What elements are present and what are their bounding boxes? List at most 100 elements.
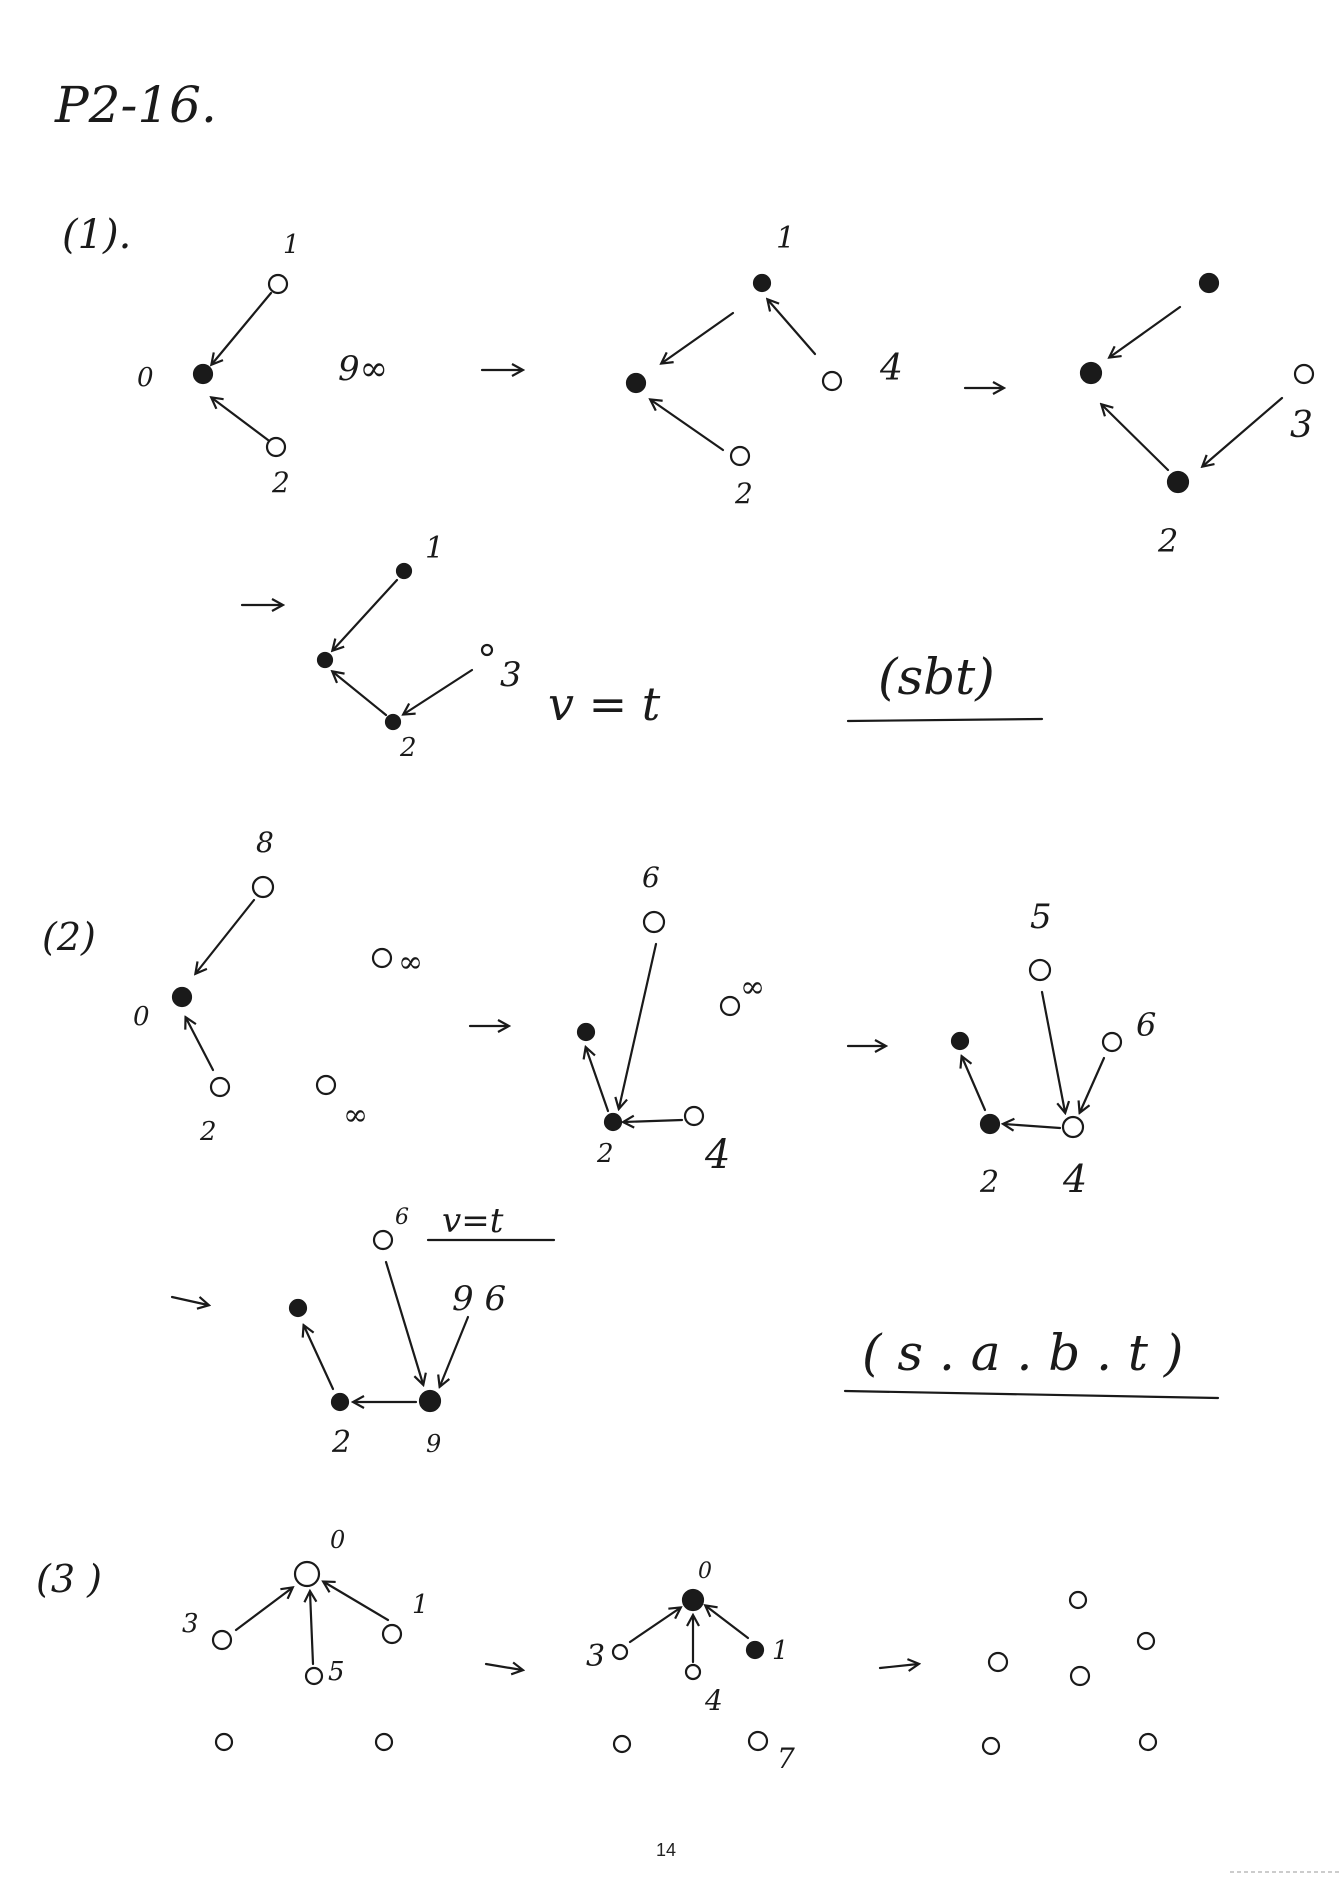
- graph-node: [683, 1105, 705, 1127]
- part-3: (3 ) 0 3 1 5: [36, 1526, 1158, 1775]
- graph-node: [1293, 363, 1315, 385]
- graph-node: [603, 1112, 623, 1132]
- graph-node: [1166, 470, 1190, 494]
- distance-label: 3: [500, 655, 522, 695]
- node-label: 1: [283, 230, 300, 260]
- transition-arrow: [484, 1664, 522, 1670]
- part-2-step-1: 8 0 2 ∞ ∞: [133, 826, 508, 1147]
- graph-edge: [1004, 1124, 1062, 1128]
- graph-node: [267, 273, 289, 295]
- graph-node: [1028, 958, 1052, 982]
- graph-node: [315, 1074, 337, 1096]
- distance-label: ∞: [343, 1098, 368, 1133]
- graph-node: [642, 910, 666, 934]
- answer-path: ( s . a . b . t ): [862, 1324, 1183, 1382]
- node-label: 5: [1030, 897, 1052, 937]
- part-3-step-2: 0 3 1 4 7: [586, 1559, 918, 1775]
- distance-label: 3: [1290, 405, 1313, 446]
- graph-node: [251, 875, 275, 899]
- graph-node: [171, 986, 193, 1008]
- node-label: 5: [328, 1657, 345, 1687]
- node-label: 3: [586, 1639, 605, 1674]
- graph-edge: [1203, 396, 1284, 466]
- node-label: 4: [1062, 1157, 1087, 1201]
- page-number: 14: [656, 1840, 676, 1860]
- node-label: 0: [330, 1526, 345, 1554]
- graph-node: [719, 995, 741, 1017]
- node-label: 0: [133, 1002, 150, 1032]
- graph-edge: [1110, 305, 1182, 357]
- graph-node: [979, 1113, 1001, 1135]
- graph-edge: [651, 400, 725, 452]
- graph-node: [729, 445, 751, 467]
- graph-node: [987, 1651, 1009, 1673]
- graph-edge: [404, 668, 474, 714]
- graph-edge: [333, 578, 399, 650]
- node-label: 6: [642, 861, 660, 894]
- graph-node: [330, 1392, 350, 1412]
- graph-edge: [212, 291, 273, 364]
- graph-edge: [324, 1582, 390, 1622]
- node-label: 1: [776, 221, 795, 256]
- node-label: 8: [256, 826, 274, 859]
- page-title: P2-16.: [54, 76, 217, 134]
- graph-edge: [768, 300, 817, 356]
- graph-node: [1061, 1115, 1085, 1139]
- node-label: 2: [596, 1139, 614, 1169]
- part-1-step-4: 1 2 3 v = t: [240, 531, 661, 763]
- graph-node: [316, 651, 334, 669]
- graph-node: [612, 1734, 632, 1754]
- graph-node: [684, 1663, 702, 1681]
- graph-edge: [1080, 1056, 1106, 1112]
- graph-node: [374, 1732, 394, 1752]
- part-2-step-3: 5 6 2 4: [950, 897, 1156, 1201]
- graph-edge: [1102, 405, 1170, 472]
- part-2-step-2: 6 ∞ 2 4: [576, 861, 885, 1178]
- equation: v = t: [548, 677, 661, 731]
- distance-label: ∞: [398, 945, 423, 980]
- node-label: 0: [698, 1559, 712, 1584]
- graph-node: [625, 372, 647, 394]
- equation: v=t: [442, 1201, 504, 1241]
- graph-node: [1068, 1590, 1088, 1610]
- graph-edge: [962, 1057, 987, 1112]
- node-label: 9: [426, 1430, 441, 1458]
- node-label: 0: [137, 363, 154, 393]
- graph-node: [480, 643, 494, 657]
- graph-node: [293, 1560, 321, 1588]
- node-label: 2: [199, 1117, 217, 1147]
- node-label: 1: [772, 1636, 789, 1666]
- part-3-step-3: [981, 1590, 1158, 1756]
- part-3-label: (3 ): [36, 1557, 102, 1601]
- graph-edge: [333, 672, 388, 717]
- graph-node: [381, 1623, 403, 1645]
- answer-path: (sbt): [878, 648, 995, 706]
- graph-node: [681, 1588, 705, 1612]
- graph-edge: [234, 1588, 292, 1632]
- graph-node: [384, 713, 402, 731]
- distance-label: 4: [879, 348, 903, 389]
- node-label: 1: [425, 531, 444, 566]
- graph-node: [372, 1229, 394, 1251]
- node-label: 2: [331, 1425, 351, 1460]
- graph-node: [304, 1666, 324, 1686]
- graph-node: [745, 1640, 765, 1660]
- graph-node: [1138, 1732, 1158, 1752]
- node-label: 6: [1136, 1006, 1156, 1044]
- graph-edge: [440, 1315, 470, 1386]
- graph-node: [747, 1730, 769, 1752]
- graph-edge: [586, 1048, 610, 1113]
- graph-edge: [1040, 990, 1065, 1112]
- transition-arrow: [878, 1664, 918, 1668]
- part-2: (2) 8 0 2 ∞ ∞ 6 ∞: [42, 826, 1220, 1460]
- graph-node: [192, 363, 214, 385]
- distance-label: ∞: [740, 970, 765, 1005]
- graph-node: [288, 1298, 308, 1318]
- part-1-label: (1).: [62, 212, 131, 258]
- graph-node: [1198, 272, 1220, 294]
- graph-edge: [196, 898, 256, 973]
- graph-node: [981, 1736, 1001, 1756]
- graph-node: [211, 1629, 233, 1651]
- node-label: 4: [704, 1684, 723, 1717]
